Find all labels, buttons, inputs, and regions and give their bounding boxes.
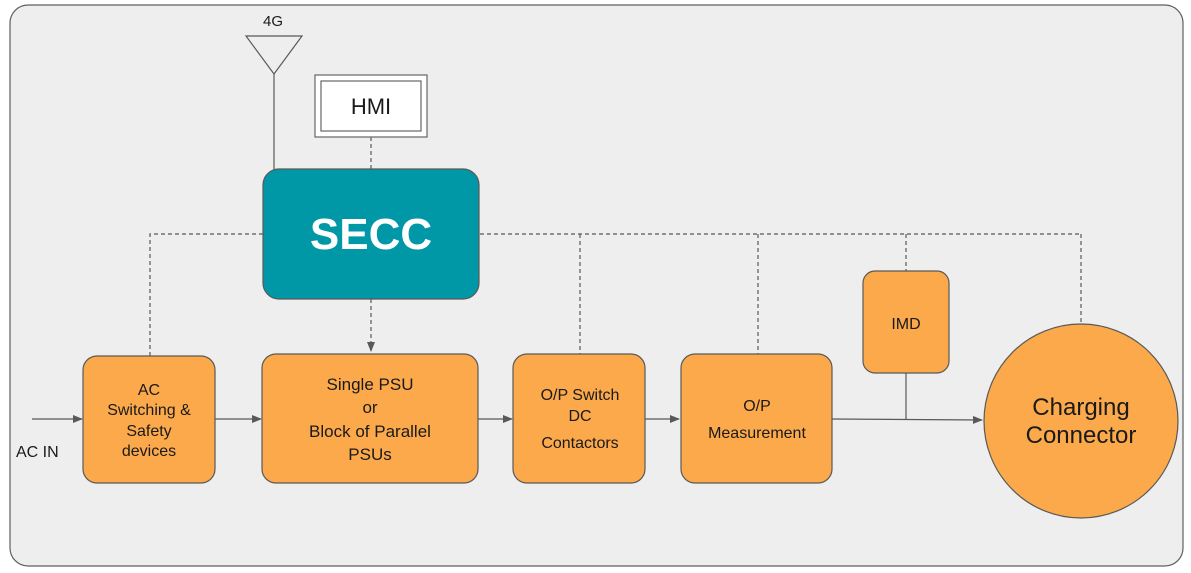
op-switch-label-line: Contactors <box>541 435 618 452</box>
antenna-icon <box>244 35 304 76</box>
hmi-block: HMI <box>314 74 428 138</box>
secc-block: SECC <box>262 168 480 300</box>
op-measurement-label-line: O/P <box>743 398 771 415</box>
antenna-label: 4G <box>263 13 283 30</box>
charging-connector-label-line: Connector <box>1026 422 1137 449</box>
ac-switching-label-line: devices <box>122 443 176 460</box>
control-lines <box>149 137 1082 356</box>
psu-label-line: PSUs <box>348 445 391 464</box>
ac-switching-box <box>82 355 216 484</box>
charging-connector-block: Charging Connector <box>983 323 1179 519</box>
op-switch-box <box>512 353 646 484</box>
ac-in-label: AC IN <box>16 444 59 461</box>
psu-block: Single PSU or Block of Parallel PSUs <box>261 353 479 484</box>
op-switch-label-line: DC <box>568 408 591 425</box>
op-measurement-label-line: Measurement <box>708 425 806 442</box>
ac-switching-block: AC Switching & Safety devices <box>82 355 216 484</box>
psu-label-line: Single PSU <box>327 375 414 394</box>
secc-box <box>262 168 480 300</box>
charging-connector-label-line: Charging <box>1032 394 1129 421</box>
op-switch-label-line: O/P Switch <box>541 387 620 404</box>
imd-block: IMD <box>862 270 950 374</box>
control-line-ac-switching <box>149 233 263 356</box>
hmi-inner-frame <box>320 80 422 132</box>
antenna-4g: 4G <box>244 13 304 170</box>
op-measurement-box <box>680 353 833 484</box>
imd-label: IMD <box>891 316 920 333</box>
charging-connector-circle <box>983 323 1179 519</box>
imd-box <box>862 270 950 374</box>
ac-switching-label-line: Switching & <box>107 402 191 419</box>
psu-label-line: Block of Parallel <box>309 422 431 441</box>
op-measurement-block: O/P Measurement <box>680 353 833 484</box>
power-path <box>32 373 983 424</box>
ac-switching-label-line: AC <box>138 382 160 399</box>
psu-box <box>261 353 479 484</box>
hmi-label: HMI <box>351 94 391 119</box>
op-switch-block: O/P Switch DC Contactors <box>512 353 646 484</box>
secc-label: SECC <box>310 210 432 259</box>
power-arrow-measurement-to-connector <box>831 415 983 424</box>
ac-switching-label-line: Safety <box>126 423 171 440</box>
psu-label-line: or <box>362 398 377 417</box>
